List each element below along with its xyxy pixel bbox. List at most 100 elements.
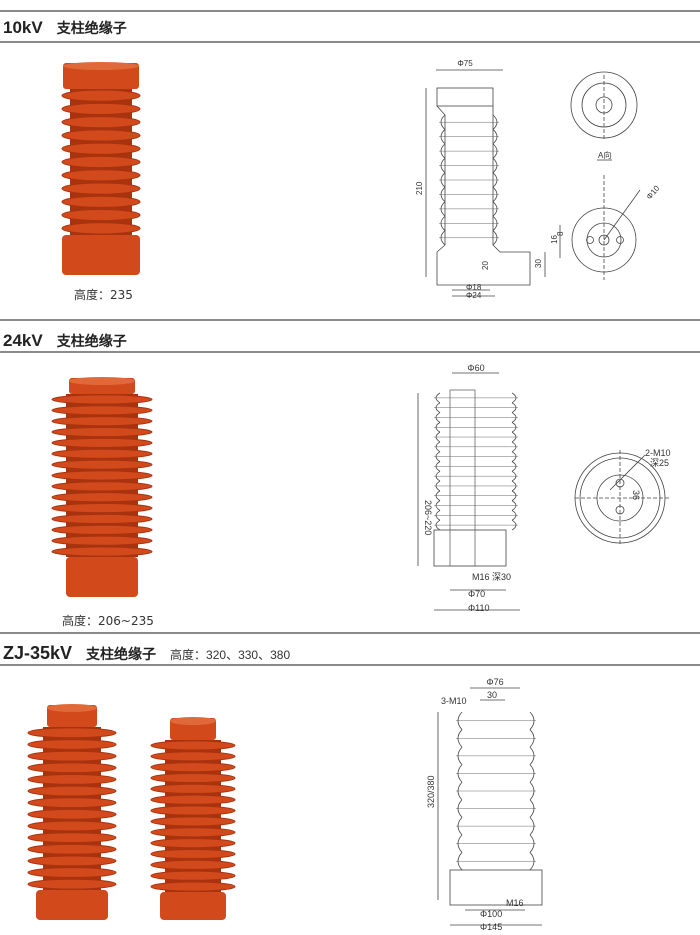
insulator-shed <box>51 437 153 448</box>
insulator-shed <box>150 762 236 773</box>
dim-phi145: Φ145 <box>480 922 502 932</box>
divider <box>0 664 700 666</box>
divider <box>0 632 700 634</box>
voltage-label: 10kV <box>3 18 43 37</box>
view-label: A向 <box>598 150 611 160</box>
insulator-shed <box>150 783 236 794</box>
height-caption: 高度：235 <box>74 288 133 302</box>
insulator-base <box>66 557 138 597</box>
insulator-shed <box>27 727 117 739</box>
insulator-shed <box>51 448 153 459</box>
insulator-shed <box>61 89 141 102</box>
insulator-shed <box>150 740 236 751</box>
insulator-shed <box>61 142 141 155</box>
product-name: 支柱绝缘子 <box>86 646 157 662</box>
dim-phi70: Φ70 <box>468 589 485 599</box>
insulator-shed <box>61 195 141 208</box>
insulator-shed <box>51 459 153 470</box>
insulator-shed <box>61 155 141 169</box>
insulator-shed <box>51 513 153 525</box>
insulator-shed <box>61 102 141 115</box>
insulator-shed <box>51 503 153 514</box>
dim-holes: 3-M10 <box>441 696 467 706</box>
dim-phi18: Φ18 <box>466 283 482 292</box>
insulator-shed <box>51 481 153 492</box>
insulator-shed <box>150 816 236 827</box>
technical-drawing-10kv <box>425 69 641 297</box>
insulator-shed <box>150 838 236 849</box>
dim-spacing: 30 <box>487 690 497 700</box>
insulator-shed <box>51 492 153 503</box>
insulator-shed <box>61 209 141 222</box>
dim-phi100: Φ100 <box>480 909 502 919</box>
insulator-shed <box>150 772 236 784</box>
insulator-shed <box>51 416 153 427</box>
insulator-shed <box>150 881 236 892</box>
dim-20: 20 <box>481 261 490 270</box>
insulator-shed <box>61 182 141 195</box>
insulator-shed <box>27 843 117 855</box>
insulator-base <box>62 235 140 275</box>
insulator-top <box>63 62 139 70</box>
dim-phi24: Φ24 <box>466 291 482 300</box>
insulator-shed <box>61 116 141 129</box>
insulator-shed <box>27 750 117 762</box>
insulator-shed <box>150 848 236 860</box>
technical-drawing-24kv <box>417 372 670 611</box>
insulator-shed <box>27 762 117 774</box>
section-title-24kv: 24kV 支柱绝缘子 <box>3 331 127 351</box>
dim-hole: Φ10 <box>645 183 662 201</box>
insulator-top <box>170 717 216 725</box>
voltage-label: ZJ-35kV <box>3 643 73 663</box>
dim-8: 8 <box>556 231 565 236</box>
insulator-shed <box>61 129 141 142</box>
insulator-shed <box>51 394 153 405</box>
insulator-shed <box>27 797 117 809</box>
dim-height: 206~220 <box>423 500 433 535</box>
dim-phi76: Φ76 <box>486 677 503 687</box>
insulator-shed <box>51 524 153 535</box>
insulator-shed <box>61 169 141 182</box>
insulator-top <box>47 704 97 712</box>
insulator-shed <box>51 405 153 416</box>
insulator-base <box>160 892 226 920</box>
height-caption: 高度：206~235 <box>62 614 154 628</box>
product-name: 支柱绝缘子 <box>56 333 127 349</box>
insulator-shed <box>27 774 117 785</box>
insulator-shed <box>27 855 117 867</box>
dim-height: 210 <box>415 181 424 195</box>
insulator-shed <box>150 805 236 816</box>
dim-spacing: 36 <box>631 490 641 500</box>
insulator-shed <box>150 859 236 870</box>
technical-drawing-35kv <box>437 687 543 926</box>
insulator-top <box>69 377 135 385</box>
divider <box>0 319 700 321</box>
dim-phi110: Φ110 <box>468 603 490 613</box>
dim-thread: M16 <box>506 898 524 908</box>
insulator-shed <box>27 867 117 878</box>
dim-depth: 深25 <box>650 458 669 468</box>
section-title-10kv: 10kV 支柱绝缘子 <box>3 18 127 38</box>
insulator-photo-35kv-a <box>27 704 117 920</box>
insulator-photo-10kv <box>61 62 141 275</box>
insulator-shed <box>51 546 153 557</box>
dim-phi75: Φ75 <box>457 59 473 68</box>
product-name: 支柱绝缘子 <box>56 20 127 36</box>
insulator-photo-24kv <box>51 377 153 597</box>
dim-thread: M16 深30 <box>472 572 511 582</box>
insulator-shed <box>150 751 236 762</box>
insulator-shed <box>51 535 153 546</box>
dim-16: 16 <box>550 235 559 244</box>
insulator-shed <box>27 785 117 797</box>
divider <box>0 41 700 43</box>
voltage-label: 24kV <box>3 331 43 350</box>
insulator-shed <box>51 470 153 481</box>
insulator-shed <box>27 878 117 890</box>
insulator-base <box>36 890 108 920</box>
insulator-shed <box>150 794 236 805</box>
insulator-shed <box>51 426 153 438</box>
insulator-shed <box>27 739 117 750</box>
insulator-shed <box>27 820 117 832</box>
